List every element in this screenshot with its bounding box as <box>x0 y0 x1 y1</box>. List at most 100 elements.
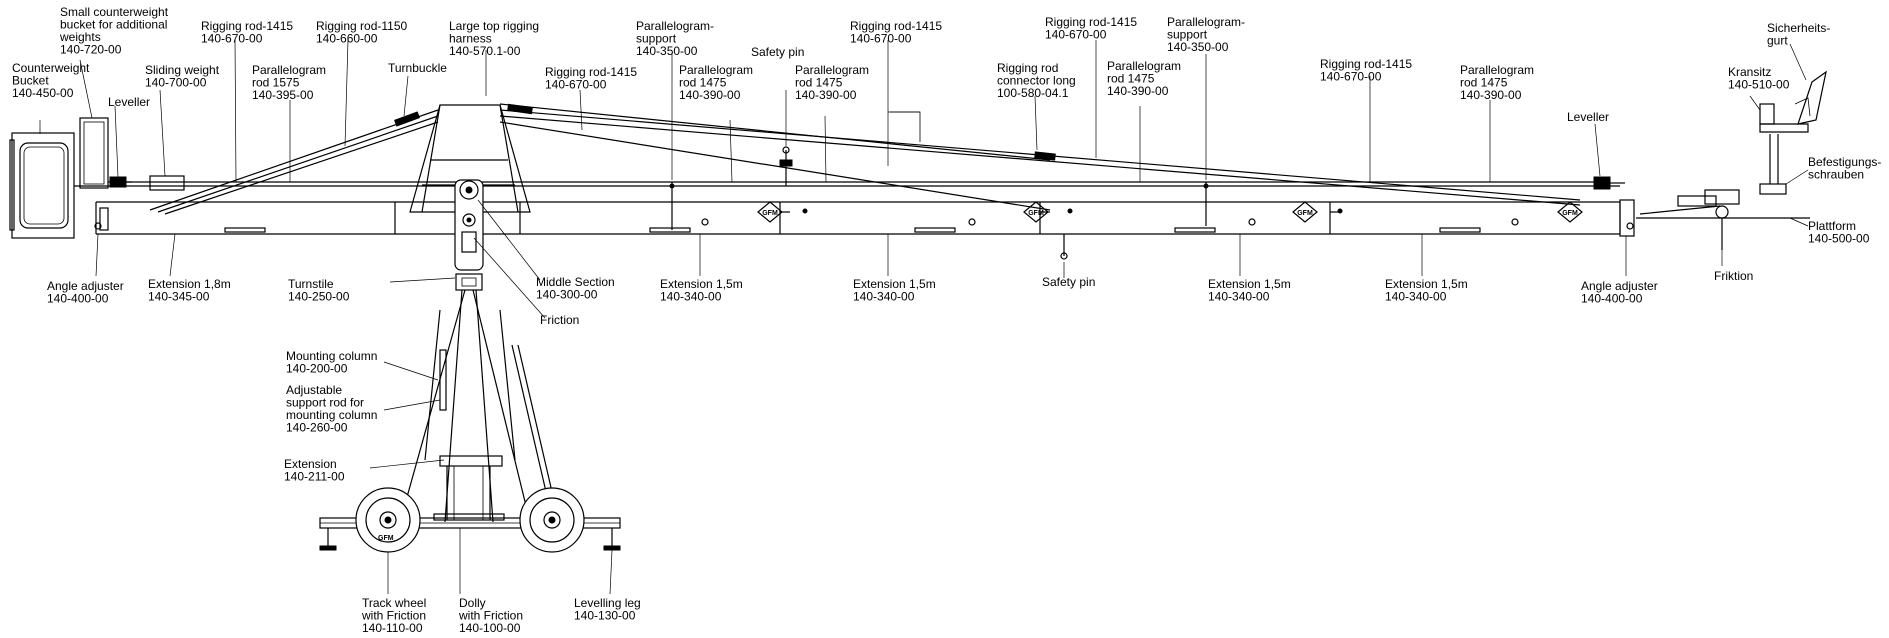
callout-line: Parallelogram- <box>1167 15 1245 29</box>
callout-line: Leveller <box>1567 110 1609 124</box>
callout-line: Rigging rod-1415 <box>1320 57 1412 71</box>
counterweight-bucket <box>9 132 75 239</box>
callout-line: Turnbuckle <box>388 61 447 75</box>
callout-line: bucket for additional <box>60 18 167 32</box>
callout-line: Rigging rod-1415 <box>1045 15 1137 29</box>
callout-line: 140-250-00 <box>288 290 350 304</box>
callout-line: rod 1475 <box>1460 76 1508 90</box>
callout-text: Safety pin <box>1042 275 1095 289</box>
callout-turnbuckle: Turnbuckle <box>388 61 447 75</box>
callout-line: Extension 1,5m <box>1208 277 1291 291</box>
callout-line: rod 1475 <box>679 76 727 90</box>
callout-line: Kransitz <box>1728 65 1771 79</box>
callout-line: Safety pin <box>1042 275 1095 289</box>
callout-line: rod 1575 <box>252 76 300 90</box>
callout-line: 140-260-00 <box>286 421 348 435</box>
callout-line: Small counterweight <box>60 5 169 19</box>
callout-line: Bucket <box>12 74 49 88</box>
callout-line: support <box>636 32 677 46</box>
callout-line: Turnstile <box>288 277 334 291</box>
callout-line: 140-390-00 <box>679 88 741 102</box>
callout-line: Extension 1,8m <box>148 277 231 291</box>
callout-line: Extension 1,5m <box>660 277 743 291</box>
main-boom <box>74 185 1635 237</box>
callout-line: 140-100-00 <box>459 621 521 635</box>
callout-line: Safety pin <box>751 45 804 59</box>
callout-line: Rigging rod-1415 <box>850 19 942 33</box>
gfm-logo-text: GFM <box>1028 210 1044 217</box>
callout-line: 140-720-00 <box>60 43 122 57</box>
callout-line: Friktion <box>1714 269 1753 283</box>
callout-line: Parallelogram <box>679 63 753 77</box>
callout-line: 140-130-00 <box>574 609 636 623</box>
callout-line: mounting column <box>286 408 377 422</box>
small-counterweight-bucket <box>79 117 109 189</box>
callout-line: weights <box>59 30 101 44</box>
callout-text: Safety pin <box>751 45 804 59</box>
callout-line: Extension 1,5m <box>1385 277 1468 291</box>
callout-line: Parallelogram <box>1107 59 1181 73</box>
callout-line: with Friction <box>458 609 523 623</box>
callout-line: 140-300-00 <box>536 288 598 302</box>
callout-line: 100-580-04.1 <box>997 86 1069 100</box>
callout-line: 140-670-00 <box>1045 28 1107 42</box>
mounting-column <box>399 289 560 523</box>
callout-line: 140-450-00 <box>12 86 74 100</box>
callout-line: Middle Section <box>536 275 615 289</box>
callout-befestigungsschrauben: Befestigungs-schrauben <box>1808 155 1881 182</box>
callout-line: Counterweight <box>12 61 90 75</box>
callout-line: 140-400-00 <box>1581 292 1643 306</box>
wheel-mark-text: GFM <box>378 535 394 542</box>
callout-line: Parallelogram <box>795 63 869 77</box>
callout-line: schrauben <box>1808 168 1864 182</box>
callout-line: Rigging rod-1415 <box>201 19 293 33</box>
callout-text: Turnbuckle <box>388 61 447 75</box>
callout-line: Sliding weight <box>145 63 220 77</box>
callout-line: 140-700-00 <box>145 76 207 90</box>
callout-line: Sicherheits- <box>1767 21 1830 35</box>
callout-line: connector long <box>997 74 1076 88</box>
callout-line: Large top rigging <box>449 19 539 33</box>
sliding-weight <box>149 175 185 191</box>
callout-line: 140-670-00 <box>850 32 912 46</box>
callout-line: 140-350-00 <box>1167 40 1229 54</box>
callout-line: Rigging rod-1415 <box>545 65 637 79</box>
callout-sicherheitsgurt: Sicherheits-gurt <box>1767 21 1830 48</box>
callout-line: 140-395-00 <box>252 88 314 102</box>
callout-line: Befestigungs- <box>1808 155 1881 169</box>
callout-line: 140-570.1-00 <box>449 44 521 58</box>
callout-text: Befestigungs-schrauben <box>1808 155 1881 182</box>
leveller-right <box>1593 176 1625 190</box>
